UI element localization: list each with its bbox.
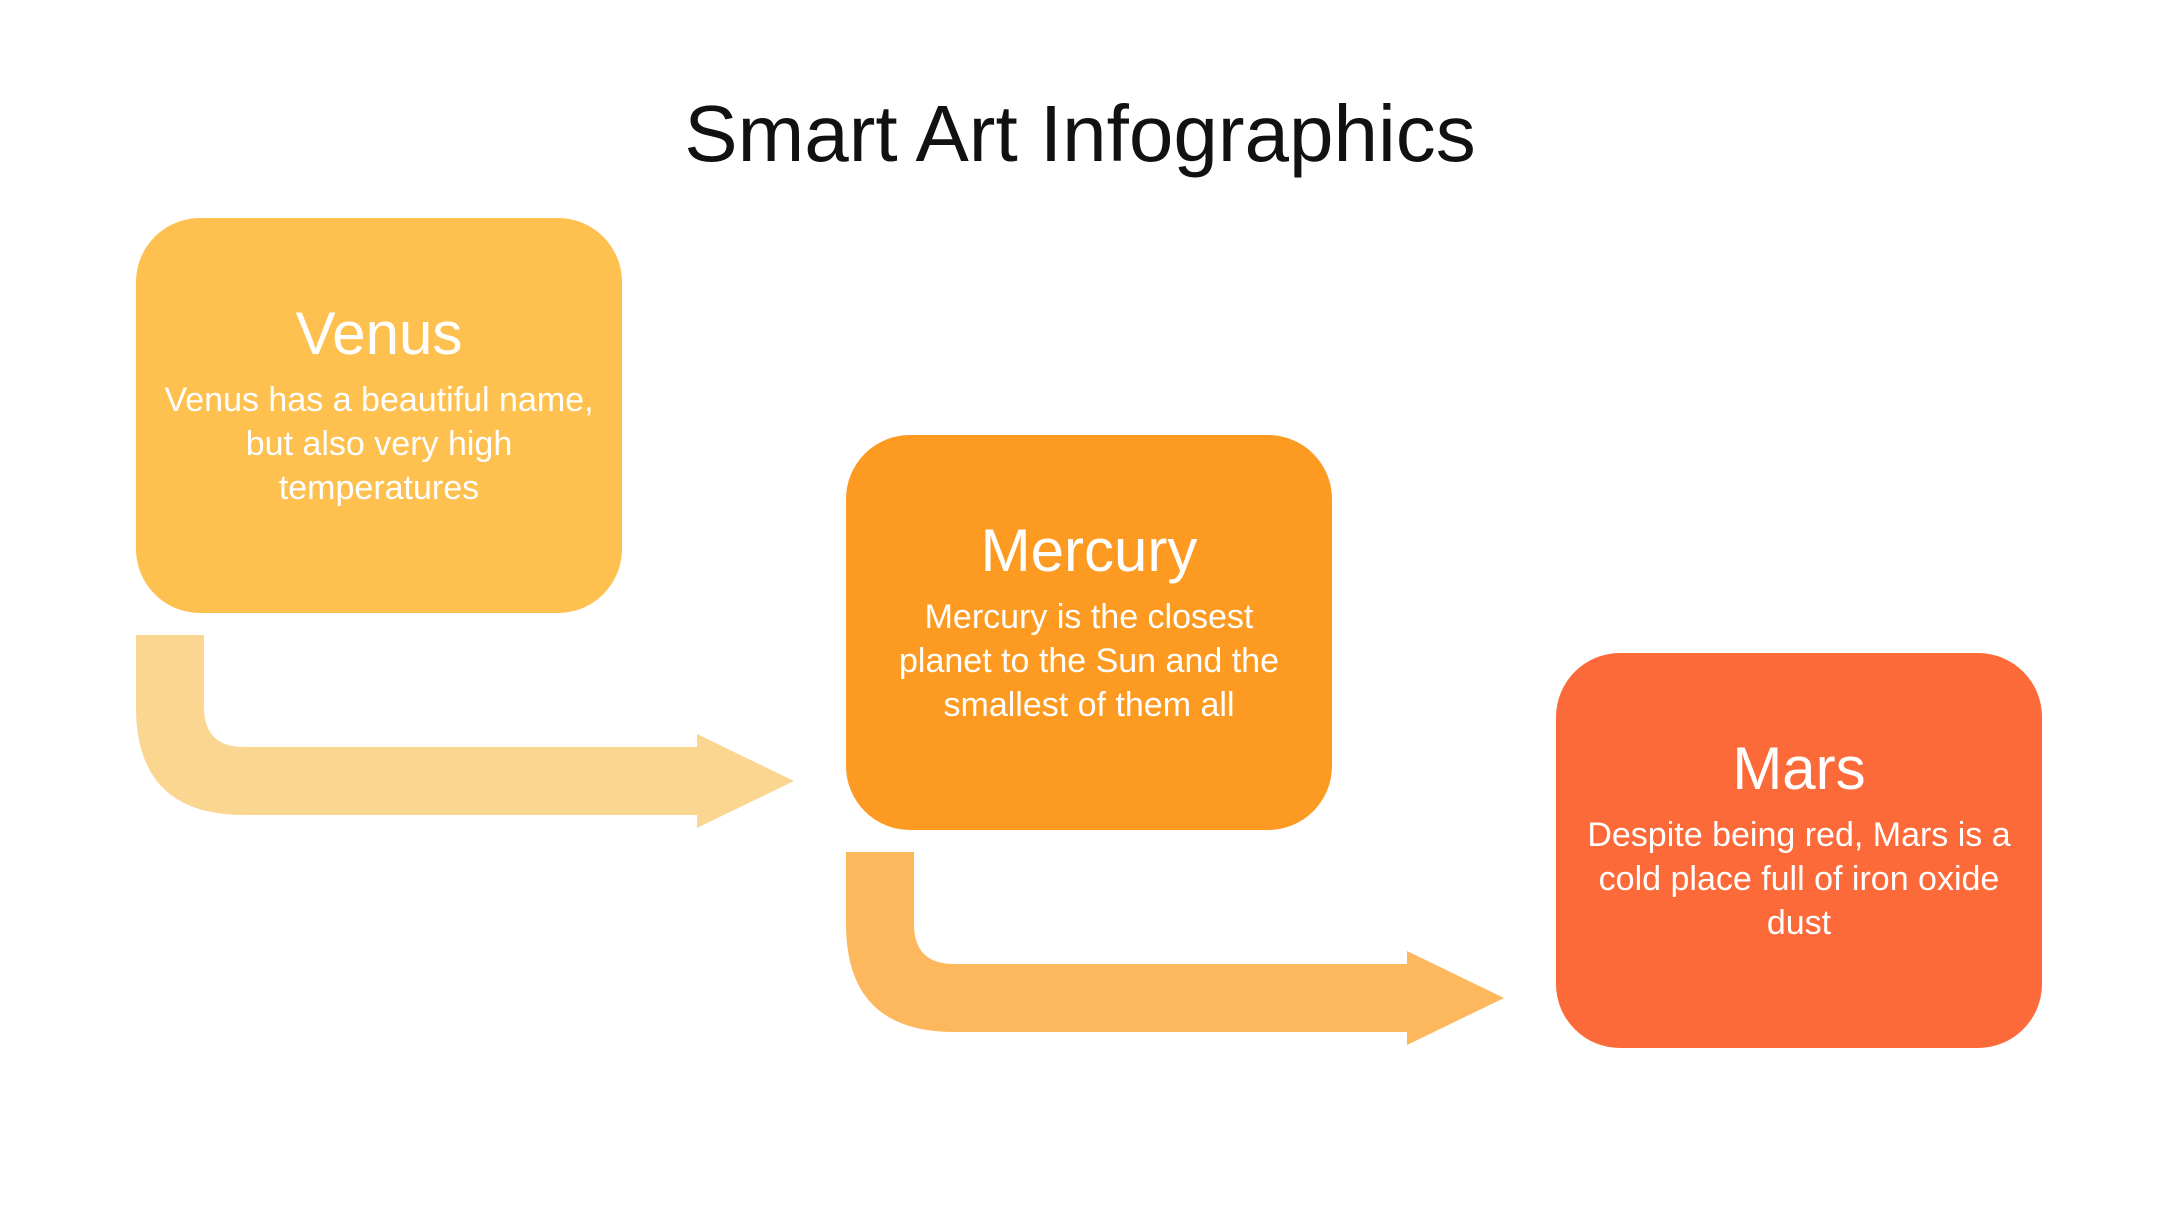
slide-title: Smart Art Infographics <box>684 89 1476 178</box>
step-description-mercury: Mercury is the closest planet to the Sun… <box>899 598 1279 724</box>
step-title-mercury: Mercury <box>980 517 1198 584</box>
step-box-venus: Venus Venus has a beautiful name, but al… <box>136 218 622 613</box>
step-description-mars: Despite being red, Mars is a cold place … <box>1587 816 2011 942</box>
connector-arrow-venus-mercury <box>136 635 794 828</box>
step-title-mars: Mars <box>1732 735 1866 802</box>
step-box-mars: Mars Despite being red, Mars is a cold p… <box>1556 653 2042 1048</box>
connector-arrow-mercury-mars <box>846 852 1504 1045</box>
step-description-venus: Venus has a beautiful name, but also ver… <box>164 381 594 507</box>
step-title-venus: Venus <box>295 300 463 367</box>
step-box-mercury: Mercury Mercury is the closest planet to… <box>846 435 1332 830</box>
